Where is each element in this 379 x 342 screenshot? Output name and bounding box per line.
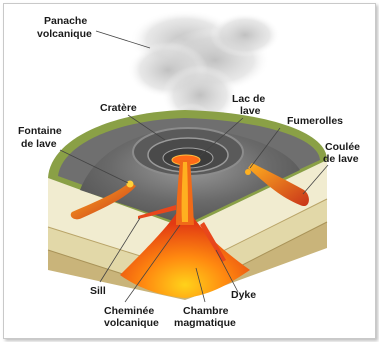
label-fontaine-2: de lave bbox=[21, 138, 57, 150]
label-lac-1: Lac de bbox=[232, 93, 265, 105]
label-panache-1: Panache bbox=[44, 15, 87, 27]
label-cheminee-1: Cheminée bbox=[104, 305, 154, 317]
label-chambre-2: magmatique bbox=[174, 317, 236, 329]
label-dyke: Dyke bbox=[231, 289, 256, 301]
lava-fountain bbox=[127, 181, 134, 188]
fumarole bbox=[245, 169, 251, 175]
label-fontaine-1: Fontaine bbox=[18, 125, 62, 137]
label-cheminee-2: volcanique bbox=[104, 317, 159, 329]
label-panache-2: volcanique bbox=[37, 28, 92, 40]
label-coulee-1: Coulée bbox=[325, 141, 360, 153]
label-chambre-1: Chambre bbox=[183, 305, 229, 317]
label-cratere: Cratère bbox=[100, 102, 137, 114]
label-sill: Sill bbox=[90, 285, 106, 297]
label-fumerolles: Fumerolles bbox=[287, 115, 343, 127]
label-lac-2: lave bbox=[240, 105, 261, 117]
label-coulee-2: de lave bbox=[323, 153, 359, 165]
